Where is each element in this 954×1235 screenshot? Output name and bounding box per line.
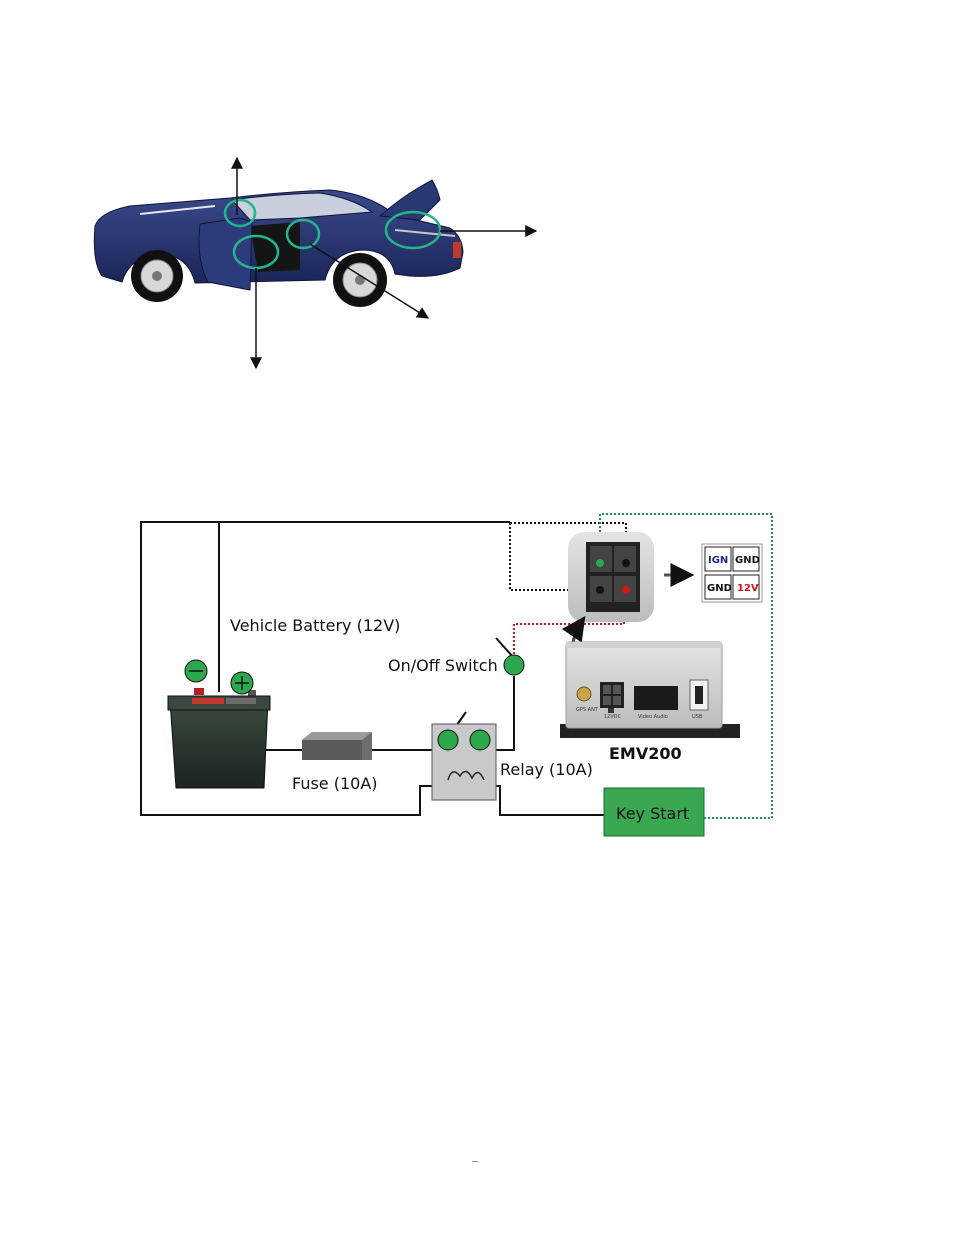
- port-label-video-audio: Video Audio: [638, 714, 668, 720]
- pin-label-12v: 12V: [737, 583, 759, 594]
- port-label-usb: USB: [692, 714, 703, 720]
- car-open-door: [199, 218, 252, 290]
- video-audio-port: [634, 686, 678, 710]
- car-trunk-lid: [380, 180, 440, 220]
- on-off-switch: [504, 655, 524, 675]
- relay: [432, 724, 496, 800]
- car-illustration: [94, 158, 536, 368]
- battery-label: Vehicle Battery (12V): [230, 616, 400, 635]
- power-connector-closeup: [568, 532, 654, 622]
- car-rear-wheel: [333, 253, 387, 307]
- emv200-device: GPS ANT 12VDC Video Audio USB: [560, 642, 740, 738]
- battery-negative-terminal: [185, 660, 207, 682]
- pin-legend: IGN GND GND 12V: [702, 544, 762, 602]
- fuse: [302, 732, 372, 760]
- port-label-gps: GPS ANT: [576, 707, 599, 713]
- connector-pin-12v: [622, 586, 630, 594]
- car-front-wheel: [131, 250, 183, 302]
- connector-pin-gnd-top: [622, 559, 630, 567]
- page-number-mark: _: [472, 1148, 478, 1162]
- fuse-label: Fuse (10A): [292, 774, 378, 793]
- pin-label-gnd-top: GND: [735, 555, 760, 566]
- connector-pin-ign: [596, 559, 604, 567]
- connector-pin-gnd-bottom: [596, 586, 604, 594]
- car-interior: [250, 222, 300, 272]
- wiring-diagram: Vehicle Battery (12V) Fuse (10A) Relay (…: [141, 514, 772, 836]
- pin-label-gnd-bottom: GND: [707, 583, 732, 594]
- vehicle-battery: [168, 688, 270, 788]
- relay-label: Relay (10A): [500, 760, 593, 779]
- device-label: EMV200: [609, 744, 682, 763]
- pin-label-ign: IGN: [708, 555, 728, 566]
- car-tail-light: [453, 242, 461, 258]
- port-label-12vdc: 12VDC: [604, 714, 622, 720]
- gps-antenna-port: [577, 687, 591, 701]
- key-start-label: Key Start: [616, 804, 689, 823]
- battery-positive-terminal: [231, 672, 253, 694]
- switch-label: On/Off Switch: [388, 656, 498, 675]
